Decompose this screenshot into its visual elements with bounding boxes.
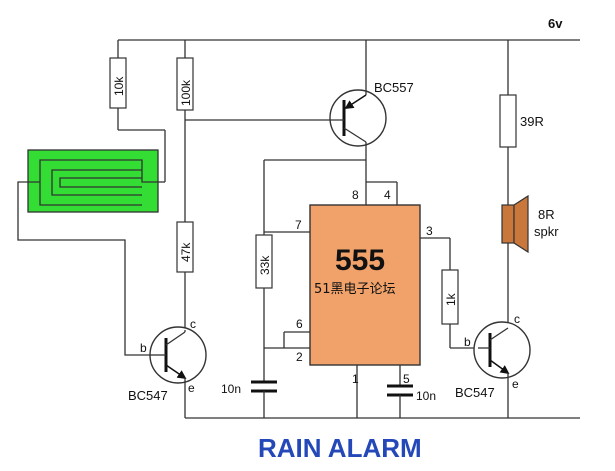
transistor-top-name: BC557 (374, 80, 414, 95)
ic-pin-1: 1 (352, 372, 359, 386)
capacitor-right (387, 384, 413, 418)
speaker-value: 8R (538, 207, 555, 222)
resistor-47k-label: 47k (179, 242, 193, 262)
resistor-47k (176, 221, 194, 330)
speaker (501, 194, 529, 330)
capacitor-right-label: 10n (416, 389, 436, 403)
diagram-title: RAIN ALARM (258, 433, 422, 463)
ic-wiring (263, 159, 478, 418)
transistor-right-base-label: b (464, 335, 471, 349)
rain-sensor (17, 149, 159, 356)
transistor-left-base-label: b (140, 341, 147, 355)
resistor-1k (441, 269, 459, 325)
supply-label: 6v (548, 16, 563, 31)
transistor-left-emitter-label: e (188, 381, 195, 395)
ic-name: 555 (335, 244, 385, 277)
speaker-name: spkr (534, 224, 559, 239)
resistor-100k (176, 40, 320, 222)
transistor-right-bc547 (473, 321, 531, 418)
resistor-10k (109, 40, 166, 183)
ic-pin-2: 2 (296, 350, 303, 364)
ic-pin-5: 5 (403, 372, 410, 386)
ic-subtitle: 51黑电子论坛 (314, 282, 396, 297)
ic-pin-4: 4 (384, 188, 391, 202)
capacitor-left (251, 380, 277, 418)
resistor-1k-label: 1k (444, 292, 458, 306)
transistor-right-collector-label: c (514, 312, 520, 326)
transistor-left-collector-label: c (190, 317, 196, 331)
resistor-39r-label: 39R (520, 114, 544, 129)
ic-pin-8: 8 (352, 188, 359, 202)
transistor-right-name: BC547 (455, 385, 495, 400)
transistor-left-name: BC547 (128, 388, 168, 403)
transistor-top-bc557 (320, 40, 387, 160)
transistor-left-bc547 (149, 326, 207, 418)
capacitor-left-label: 10n (221, 382, 241, 396)
ic-555 (309, 204, 421, 366)
ic-pin-7: 7 (295, 218, 302, 232)
ic-pin-3: 3 (426, 224, 433, 238)
resistor-10k-label: 10k (112, 76, 126, 96)
resistor-33k (255, 234, 273, 289)
ic-pin-6: 6 (296, 317, 303, 331)
resistor-100k-label: 100k (179, 79, 193, 106)
transistor-right-emitter-label: e (512, 377, 519, 391)
resistor-39r (499, 40, 517, 200)
resistor-33k-label: 33k (258, 255, 272, 275)
